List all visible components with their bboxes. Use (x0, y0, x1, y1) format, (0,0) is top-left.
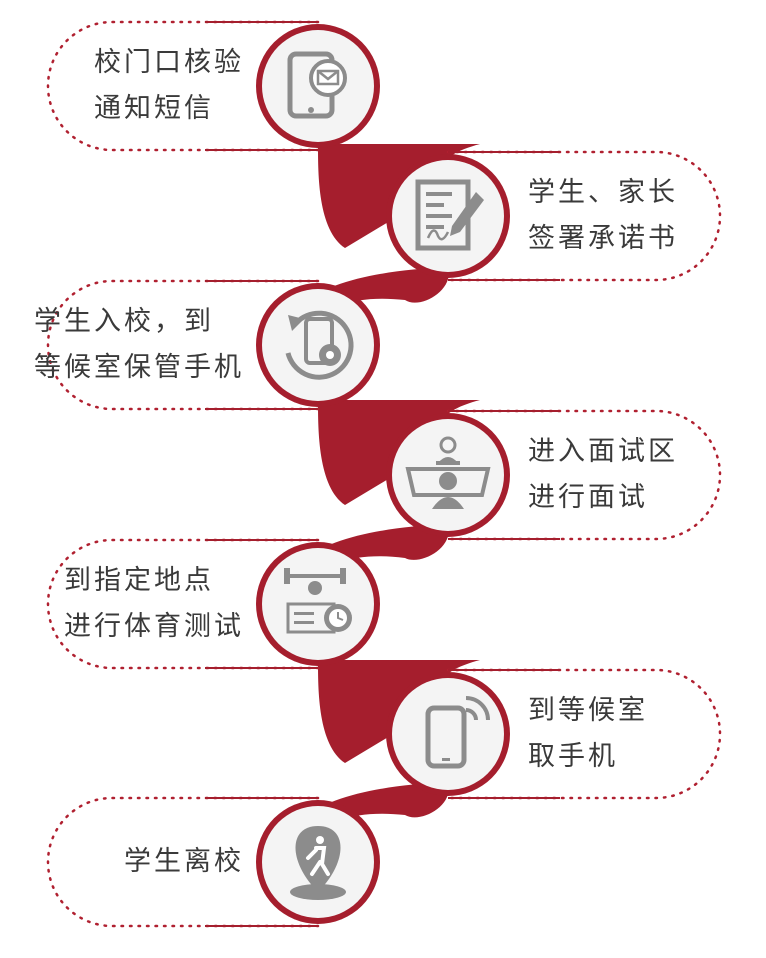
step-label-line: 等候室保管手机 (34, 352, 244, 383)
step-node (256, 283, 380, 407)
flow-connector (300, 782, 449, 834)
step-box-dotted-outline (446, 409, 722, 541)
step-node (386, 154, 510, 278)
step-label-line: 进入面试区 (528, 436, 678, 467)
phone-signal-icon (425, 696, 490, 769)
step-box-dotted-outline (46, 538, 320, 670)
step-label: 到等候室取手机 (528, 688, 648, 780)
step-label-line: 签署承诺书 (528, 223, 678, 254)
step-label: 学生入校，到等候室保管手机 (34, 299, 244, 391)
step-node (256, 24, 380, 148)
signed-document-icon (415, 179, 484, 251)
step-box-dotted-outline (46, 20, 320, 152)
interview-icon (405, 436, 491, 509)
fitness-stopwatch-icon (284, 568, 352, 634)
step-label: 学生离校 (124, 839, 244, 885)
step-node (386, 672, 510, 796)
step-box-dotted-outline (46, 279, 320, 411)
flow-connector (300, 524, 449, 577)
location-walk-icon (290, 826, 346, 900)
step-label-line: 校门口核验 (94, 47, 244, 78)
step-box-dotted-outline (446, 150, 722, 282)
step-label: 到指定地点进行体育测试 (64, 558, 244, 650)
step-label: 进入面试区进行面试 (528, 429, 678, 521)
step-label-line: 进行面试 (528, 482, 648, 513)
step-label-line: 学生入校，到 (34, 306, 214, 337)
step-label-line: 学生、家长 (528, 177, 678, 208)
step-label-line: 通知短信 (94, 93, 214, 124)
step-label-line: 到指定地点 (64, 565, 214, 596)
step-node (256, 542, 380, 666)
flow-connector (300, 267, 449, 320)
step-label-line: 取手机 (528, 741, 618, 772)
phone-message-icon (287, 51, 347, 119)
step-label-line: 学生离校 (124, 846, 244, 877)
step-label-line: 进行体育测试 (64, 611, 244, 642)
step-box-dotted-outline (446, 668, 722, 800)
phone-refresh-gear-icon (285, 310, 354, 380)
step-label: 学生、家长签署承诺书 (528, 170, 678, 262)
step-node (386, 413, 510, 537)
step-box-dotted-outline (46, 796, 320, 928)
step-label: 校门口核验通知短信 (94, 40, 244, 132)
step-label-line: 到等候室 (528, 695, 648, 726)
step-node (256, 800, 380, 924)
